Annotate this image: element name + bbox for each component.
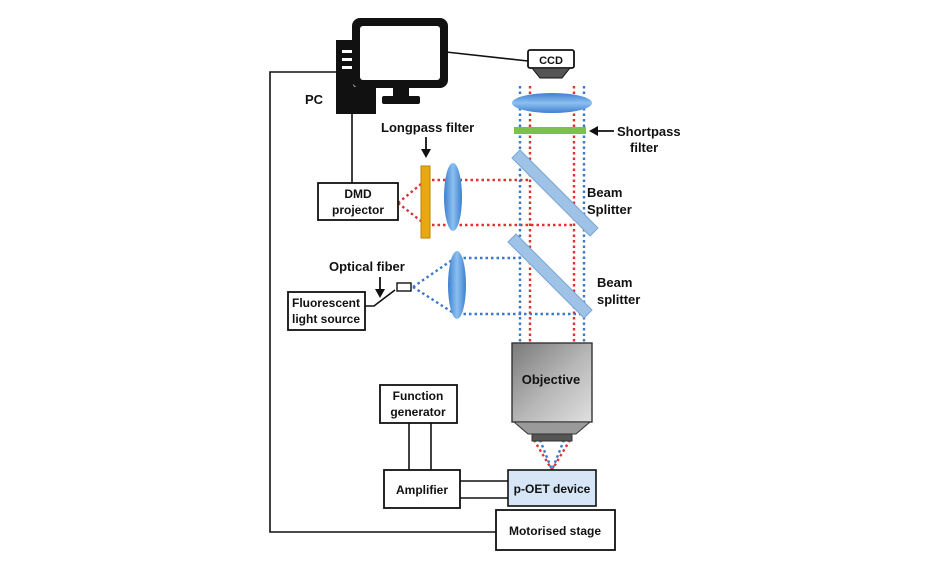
dmd-label-1: DMD	[344, 187, 372, 201]
shortpass-arrow-icon	[589, 126, 614, 136]
longpass-arrow-icon	[421, 137, 431, 158]
beam-splitter-top-label-1: Beam	[587, 185, 622, 200]
stage-label: Motorised stage	[509, 524, 601, 538]
ccd-camera-icon	[527, 49, 575, 79]
ccd-label: CCD	[539, 55, 563, 67]
shortpass-label-2: filter	[630, 140, 658, 155]
upper-vertical-lens	[444, 163, 462, 231]
objective-label: Objective	[522, 372, 581, 387]
function-label-1: Function	[393, 389, 444, 403]
beam-splitter-top	[511, 149, 599, 237]
shortpass-label-1: Shortpass	[617, 124, 681, 139]
pc-label: PC	[305, 92, 324, 107]
amplifier-label: Amplifier	[396, 483, 448, 497]
function-generator-box	[379, 384, 458, 424]
function-label-2: generator	[390, 405, 446, 419]
connection-wires	[269, 51, 529, 533]
poet-label: p-OET device	[514, 482, 591, 496]
beam-splitter-bottom-label-1: Beam	[597, 275, 632, 290]
lower-vertical-lens	[448, 251, 466, 319]
beam-splitter-bottom-label-2: splitter	[597, 292, 640, 307]
computer-monitor-icon	[352, 18, 448, 104]
optical-fiber-label: Optical fiber	[329, 259, 405, 274]
optical-fiber-tip	[396, 282, 412, 292]
longpass-label: Longpass filter	[381, 120, 474, 135]
optical-fiber-arrow-icon	[375, 277, 385, 298]
fluor-label-1: Fluorescent	[292, 296, 360, 310]
fluorescent-light-source-box	[287, 291, 366, 331]
objective-lens	[511, 342, 593, 442]
fluor-label-2: light source	[292, 312, 360, 326]
dmd-projector-box	[317, 182, 399, 221]
poet-device-box	[507, 469, 597, 507]
top-lens	[512, 93, 592, 113]
beam-splitter-top-label-2: Splitter	[587, 202, 632, 217]
beam-splitter-bottom	[507, 233, 593, 319]
longpass-filter	[420, 165, 431, 239]
shortpass-filter	[514, 127, 586, 134]
amplifier-box	[383, 469, 461, 509]
dmd-label-2: projector	[332, 203, 384, 217]
motorised-stage-box	[495, 509, 616, 551]
